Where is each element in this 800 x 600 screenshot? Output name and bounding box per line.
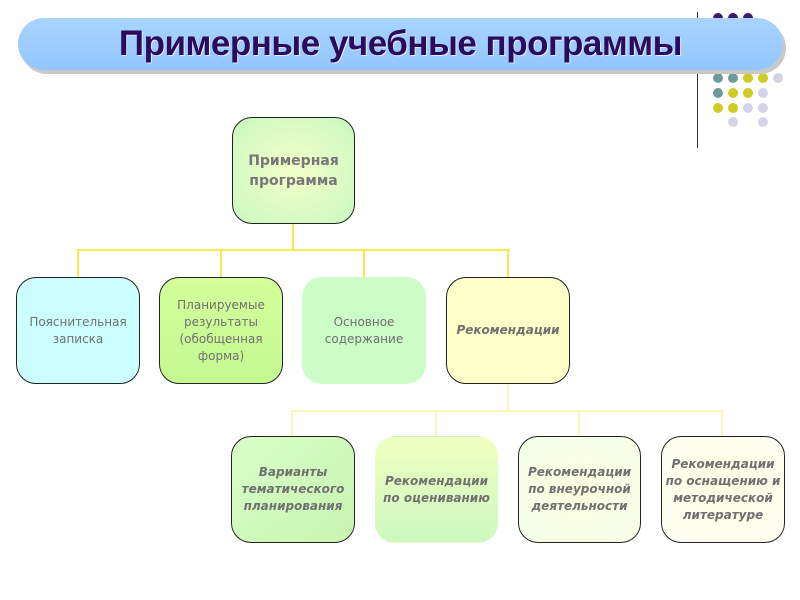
node-assessment-recommendations: Рекомендации по оцениванию <box>375 436 498 543</box>
decorative-dot <box>728 103 738 113</box>
decorative-dot <box>743 103 753 113</box>
decorative-dot <box>728 117 738 127</box>
decorative-dot <box>728 88 738 98</box>
node-equipment-recommendations: Рекомендации по оснащению и методической… <box>661 436 785 543</box>
connector <box>291 410 293 436</box>
title-banner: Примерные учебные программы <box>18 18 783 70</box>
connector <box>292 223 294 250</box>
decorative-divider <box>697 12 698 148</box>
decorative-dot <box>728 73 738 83</box>
connector <box>721 410 723 436</box>
node-recommendations: Рекомендации <box>446 277 570 384</box>
node-explanatory-note: Пояснительная записка <box>16 277 140 384</box>
connector <box>77 249 510 251</box>
node-thematic-planning: Варианты тематического планирования <box>231 436 355 543</box>
connector <box>507 383 509 411</box>
node-extracurricular-recommendations: Рекомендации по внеурочной деятельности <box>518 436 641 543</box>
connector <box>363 249 365 277</box>
node-planned-results: Планируемые результаты (обобщенная форма… <box>159 277 283 384</box>
decorative-dot <box>773 73 783 83</box>
decorative-dot <box>758 103 768 113</box>
connector <box>220 249 222 277</box>
root-node: Примерная программа <box>232 117 355 224</box>
connector <box>77 249 79 277</box>
connector <box>291 410 724 412</box>
node-main-content: Основное содержание <box>302 277 426 384</box>
decorative-dot <box>743 73 753 83</box>
connector <box>578 410 580 436</box>
connector <box>507 249 509 277</box>
decorative-dot <box>758 117 768 127</box>
connector <box>435 410 437 436</box>
decorative-dot <box>758 88 768 98</box>
slide-title: Примерные учебные программы <box>118 24 683 63</box>
decorative-dot <box>743 88 753 98</box>
decorative-dot <box>758 73 768 83</box>
decorative-dot <box>713 73 723 83</box>
decorative-dot <box>713 88 723 98</box>
decorative-dot <box>713 103 723 113</box>
